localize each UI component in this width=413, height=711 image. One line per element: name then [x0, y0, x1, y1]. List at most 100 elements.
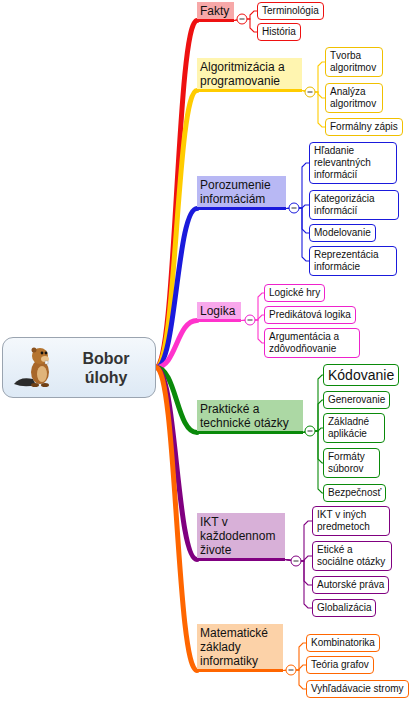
- minus-sign: [240, 19, 245, 20]
- subtopic-connector: [283, 643, 306, 671]
- subtopic-box: Teória grafov: [306, 656, 374, 674]
- collapse-button: [291, 556, 301, 566]
- node-text: Matematické základy informatiky: [200, 626, 280, 668]
- subtopic-box: Reprezentácia informácie: [309, 246, 397, 276]
- subtopic-connector: [286, 208, 309, 233]
- collapse-circle: [291, 556, 301, 566]
- collapse-button: [305, 87, 315, 97]
- collapse-circle: [286, 665, 296, 675]
- branch-curve: [156, 368, 197, 671]
- main-topic-box: Algoritmizácia a programovanie: [197, 58, 302, 92]
- node-text: Vyhľadávacie stromy: [311, 683, 404, 695]
- beaver-snout: [41, 356, 49, 362]
- subtopic-connector: [285, 521, 312, 561]
- subtopic-box: Analýza algoritmov: [325, 83, 383, 113]
- beaver-eye: [45, 352, 48, 355]
- subtopic-connector: [286, 208, 309, 261]
- node-text: IKT v iných predmetoch: [317, 509, 385, 533]
- node-text: Kategorizácia informácií: [314, 193, 394, 217]
- beaver-ear: [32, 348, 37, 353]
- beaver-belly: [37, 366, 47, 382]
- main-topic-box: Fakty: [197, 2, 234, 22]
- subtopic-connector: [302, 91, 325, 128]
- subtopic-connector: [303, 400, 323, 433]
- node-text: Základné aplikácie: [328, 416, 380, 440]
- node-text: Logické hry: [269, 287, 320, 299]
- subtopic-box: Kategorizácia informácií: [309, 190, 399, 220]
- collapse-button: [305, 426, 315, 436]
- node-text: Kombinatorika: [311, 637, 375, 649]
- minus-sign: [308, 431, 313, 432]
- node-text: Autorské práva: [317, 579, 384, 591]
- node-text: Teória grafov: [311, 659, 369, 671]
- node-text: Terminológia: [262, 5, 319, 17]
- subtopic-box: Globalizácia: [312, 599, 376, 617]
- subtopic-connector: [303, 375, 323, 433]
- collapse-circle: [289, 203, 299, 213]
- collapse-circle: [305, 426, 315, 436]
- subtopic-connector: [303, 431, 323, 493]
- node-text: Algoritmizácia a programovanie: [200, 60, 299, 88]
- subtopic-connector: [234, 19, 257, 32]
- subtopic-box: Logické hry: [264, 284, 325, 302]
- node-text: Logika: [200, 304, 238, 318]
- subtopic-box: Terminológia: [257, 2, 324, 20]
- collapse-button: [286, 665, 296, 675]
- main-topic-box: Matematické základy informatiky: [197, 624, 283, 672]
- node-text: Bezpečnosť: [328, 487, 381, 499]
- beaver-illustration: [14, 348, 49, 388]
- subtopic-box: Kódovanie: [323, 364, 399, 386]
- subtopic-box: Bezpečnosť: [323, 484, 386, 502]
- subtopic-box: Etické a sociálne otázky: [312, 541, 392, 571]
- branch-curve: [156, 209, 197, 368]
- minus-sign: [308, 92, 313, 93]
- subtopic-box: Predikátová logika: [264, 306, 356, 324]
- subtopic-box: Formáty súborov: [323, 448, 380, 478]
- subtopic-box: Vyhľadávacie stromy: [306, 680, 409, 698]
- collapse-buttons: [237, 14, 315, 675]
- node-text: Porozumenie informáciám: [200, 178, 283, 206]
- node-text: Analýza algoritmov: [330, 86, 378, 110]
- main-topic-box: Porozumenie informáciám: [197, 176, 286, 210]
- beaver-head: [32, 348, 48, 364]
- branch-curve: [156, 21, 197, 368]
- subtopic-connector: [241, 293, 264, 321]
- main-topic-box: IKT v každodennom živote: [197, 513, 285, 561]
- central-topic: Bobor úlohy: [2, 337, 156, 398]
- branch-curve: [156, 91, 197, 368]
- subtopic-box: Argumentácia a zdôvodňovanie: [264, 328, 360, 358]
- node-text: Reprezentácia informácie: [314, 249, 392, 273]
- subtopic-box: Tvorba algoritmov: [325, 47, 383, 77]
- collapse-button: [245, 315, 255, 325]
- subtopic-connector: [285, 560, 312, 609]
- subtopic-box: Formálny zápis: [325, 118, 403, 136]
- subtopic-box: Generovanie: [323, 391, 390, 409]
- minus-sign: [248, 320, 253, 321]
- subtopic-box: Základné aplikácie: [323, 413, 385, 443]
- collapse-circle: [245, 315, 255, 325]
- subtopic-box: História: [257, 23, 301, 41]
- subtopic-box: Kombinatorika: [306, 634, 380, 652]
- branch-curve: [156, 321, 197, 368]
- node-text: Generovanie: [328, 394, 385, 406]
- main-topic-box: Logika: [197, 302, 241, 322]
- node-text: Formálny zápis: [330, 121, 398, 133]
- subtopic-connector: [241, 320, 264, 343]
- subtopic-connector: [285, 560, 312, 586]
- node-text: Predikátová logika: [269, 309, 351, 321]
- minus-sign: [289, 670, 294, 671]
- node-text: Argumentácia a zdôvodňovanie: [269, 331, 355, 355]
- beaver-body: [31, 360, 49, 384]
- subtopic-box: Modelovanie: [309, 224, 376, 242]
- subtopic-connector: [283, 670, 306, 689]
- minus-sign: [292, 208, 297, 209]
- collapse-button: [289, 203, 299, 213]
- node-text: Praktické a technické otázky: [200, 402, 300, 430]
- beaver-tail: [14, 378, 36, 386]
- beaver-eye: [41, 352, 44, 355]
- collapse-circle: [305, 87, 315, 97]
- node-text: Kódovanie: [328, 367, 394, 383]
- subtopic-connector: [303, 431, 323, 463]
- node-text: Modelovanie: [314, 227, 371, 239]
